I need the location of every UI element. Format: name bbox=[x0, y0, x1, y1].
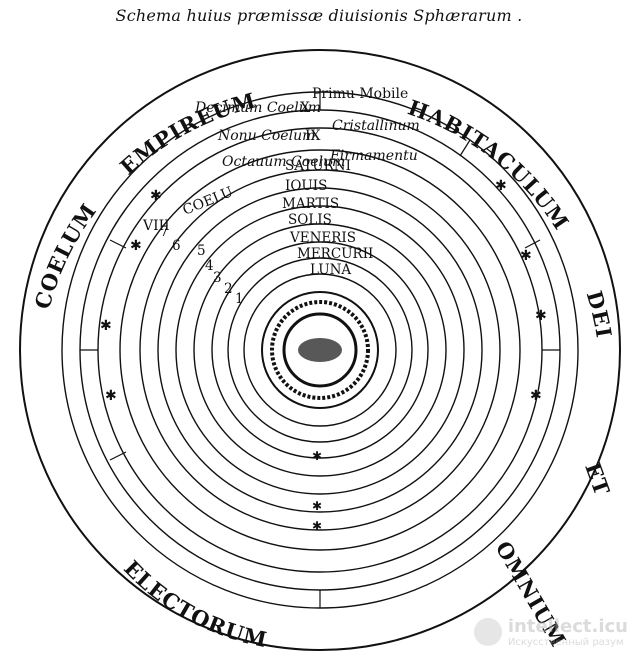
label-nonum-coelum: Nonu Coelum bbox=[217, 128, 315, 144]
planet-number-1: 1 bbox=[235, 291, 244, 307]
watermark-badge-icon bbox=[473, 618, 502, 646]
svg-text:✱: ✱ bbox=[100, 318, 112, 334]
label-habitaculum: HABITACULUM bbox=[405, 95, 575, 235]
sphere-number-x: X bbox=[300, 100, 310, 116]
zodiac-stars: ✱ ✱ ✱ ✱ ✱ ✱ ✱ ✱ ✱ ✱ ✱ bbox=[100, 178, 547, 533]
label-et: ET bbox=[580, 459, 615, 499]
label-veneris: VENERIS bbox=[289, 230, 356, 246]
label-decimum-coelum: Decimum Coelum bbox=[194, 100, 321, 116]
label-saturni: SATURNI bbox=[285, 158, 351, 174]
svg-text:✱: ✱ bbox=[312, 449, 322, 463]
label-coelum-prefix: COELU bbox=[181, 184, 236, 219]
svg-text:✱: ✱ bbox=[150, 188, 162, 204]
watermark-main: intellect.icu bbox=[507, 616, 628, 637]
mars-ring bbox=[175, 205, 465, 495]
zodiac-band-dividers bbox=[80, 92, 560, 608]
sphere-number-viii: VIII bbox=[142, 218, 170, 234]
earth-landmass bbox=[298, 338, 342, 362]
venus-ring bbox=[211, 241, 429, 459]
label-martis: MARTIS bbox=[282, 196, 339, 212]
earth-fire-circle bbox=[270, 300, 370, 400]
empyrean-outer-ring bbox=[19, 49, 621, 651]
moon-ring bbox=[243, 273, 397, 427]
planet-number-7: 7 bbox=[160, 224, 169, 240]
svg-text:✱: ✱ bbox=[105, 388, 117, 404]
earth-outer-circle bbox=[261, 291, 379, 409]
watermark: intellect.icu Искусственный разум bbox=[473, 616, 628, 648]
svg-text:✱: ✱ bbox=[495, 178, 507, 194]
sun-ring bbox=[193, 223, 447, 477]
planet-number-4: 4 bbox=[205, 258, 214, 274]
sphere-number-ix: IX bbox=[305, 128, 321, 144]
svg-text:✱: ✱ bbox=[312, 519, 322, 533]
label-cristallinum: Cristallinum bbox=[332, 118, 420, 134]
label-luna: LUNA bbox=[310, 262, 351, 278]
firmament-ring bbox=[119, 149, 521, 551]
label-mercurii: MERCURII bbox=[297, 246, 373, 262]
planet-number-2: 2 bbox=[224, 281, 233, 297]
label-octauum-coelum: Octauum Coelum bbox=[222, 154, 345, 170]
planet-number-6: 6 bbox=[172, 238, 181, 254]
label-electorum: ELECTORUM bbox=[119, 555, 270, 652]
mercury-ring bbox=[227, 257, 413, 443]
saturn-ring bbox=[139, 169, 501, 531]
svg-text:✱: ✱ bbox=[520, 248, 532, 264]
planet-number-5: 5 bbox=[197, 243, 206, 259]
svg-text:✱: ✱ bbox=[530, 388, 542, 404]
label-solis: SOLIS bbox=[288, 212, 332, 228]
diagram-title: Schema huius præmissæ diuisionis Sphærar… bbox=[115, 6, 523, 25]
svg-text:✱: ✱ bbox=[312, 499, 322, 513]
svg-text:✱: ✱ bbox=[130, 238, 142, 254]
earth-water-circle bbox=[282, 312, 358, 388]
watermark-sub: Искусственный разум bbox=[507, 637, 624, 648]
svg-text:✱: ✱ bbox=[535, 308, 547, 324]
label-coelum: COELUM bbox=[29, 198, 101, 311]
planet-number-3: 3 bbox=[213, 270, 222, 286]
label-dei: DEI bbox=[582, 288, 617, 340]
label-iouis: IOUIS bbox=[285, 178, 327, 194]
jupiter-ring bbox=[157, 187, 483, 513]
label-primum-mobile: Primu Mobile bbox=[312, 86, 408, 102]
label-firmamentum: Firmamentu bbox=[329, 148, 418, 164]
